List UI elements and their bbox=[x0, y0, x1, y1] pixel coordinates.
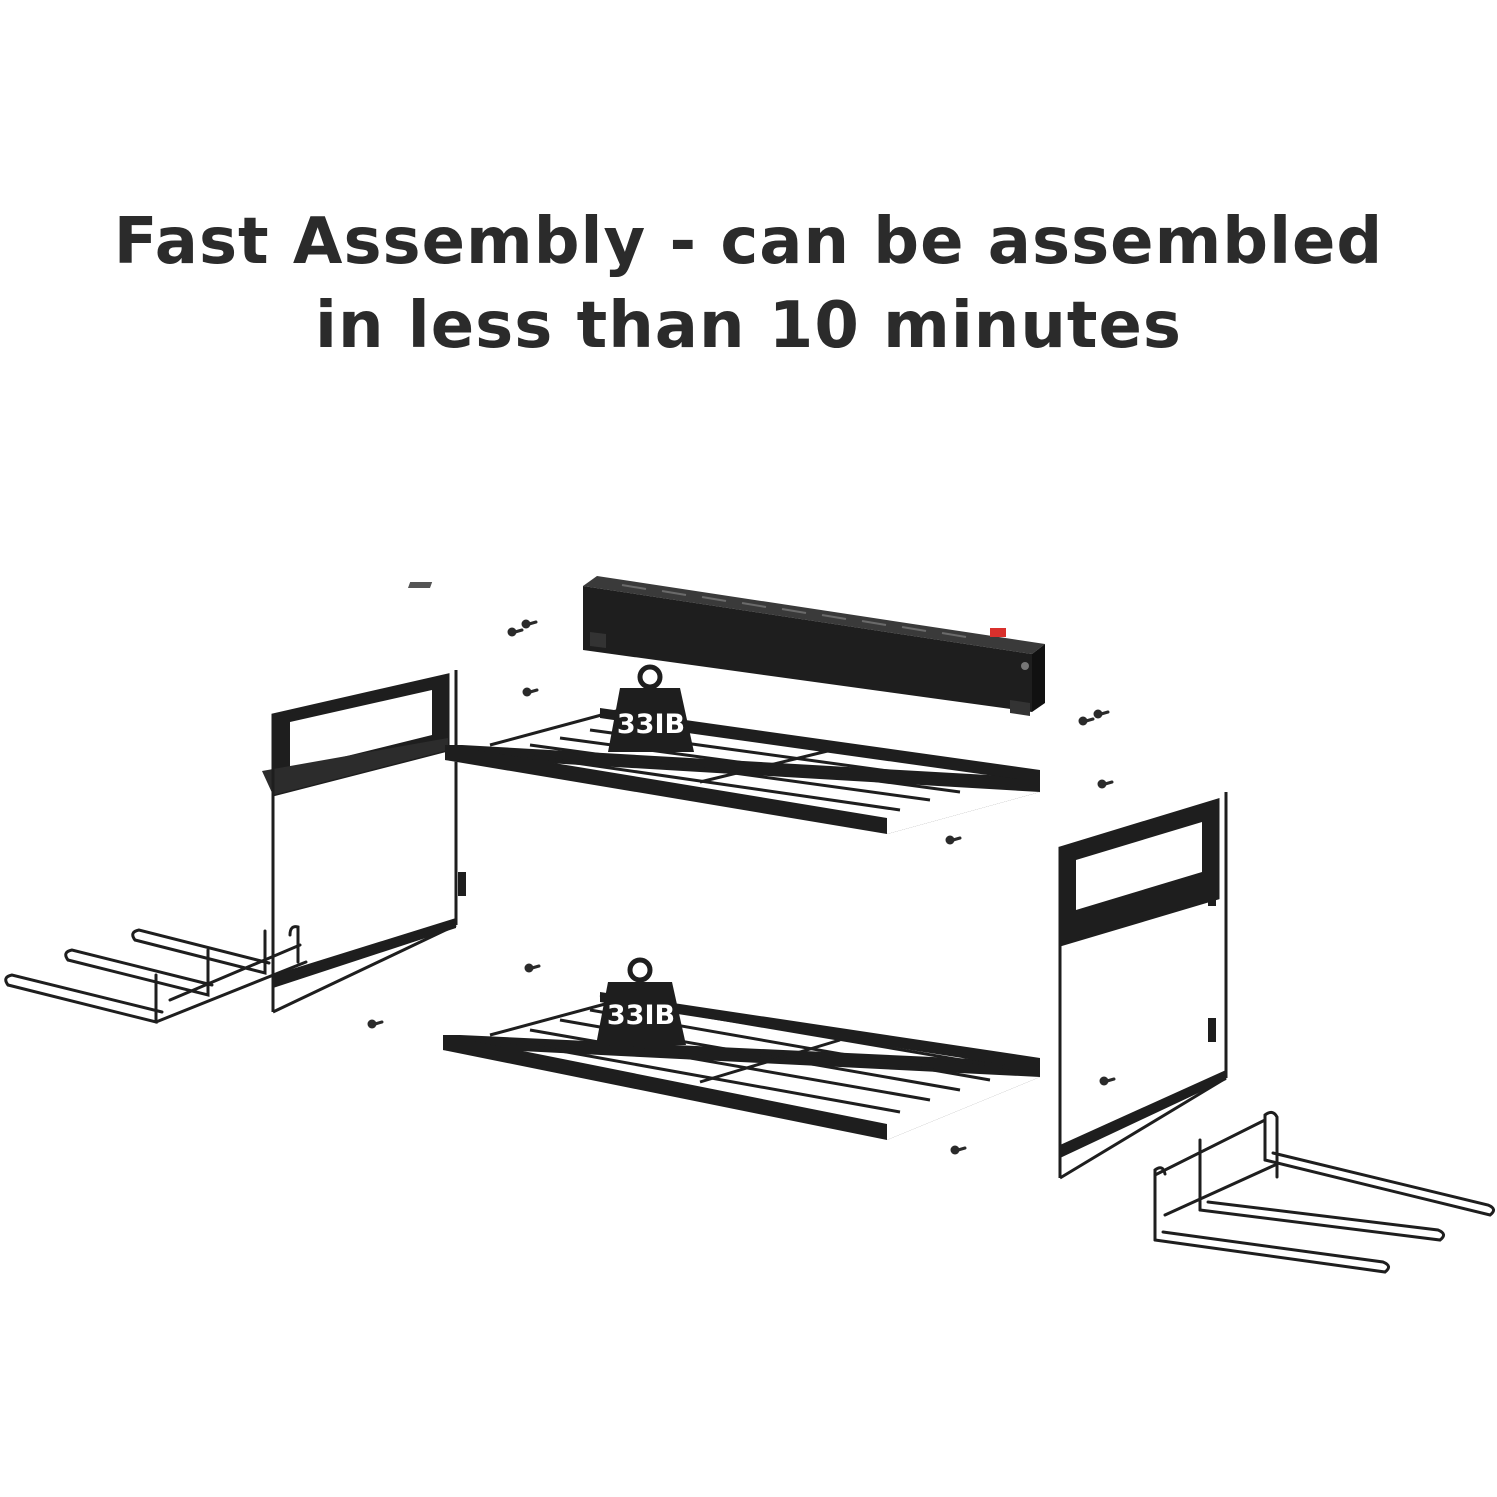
right-wire-hook bbox=[1153, 1110, 1495, 1274]
weight-icon: 33IB bbox=[608, 664, 694, 752]
lower-weight-label: 33IB bbox=[607, 1000, 675, 1031]
power-strip bbox=[407, 576, 1045, 716]
power-switch-icon bbox=[990, 628, 1006, 637]
weight-icon: 33IB bbox=[596, 957, 686, 1045]
lower-wire-shelf bbox=[443, 992, 1040, 1140]
page-title: Fast Assembly - can be assembled in less… bbox=[0, 200, 1497, 368]
title-line-2: in less than 10 minutes bbox=[315, 289, 1182, 363]
upper-wire-shelf bbox=[445, 708, 1040, 834]
left-wire-hook bbox=[4, 925, 308, 1024]
right-side-bracket bbox=[1058, 792, 1228, 1180]
outlet-icon bbox=[407, 582, 433, 588]
title-line-1: Fast Assembly - can be assembled bbox=[113, 205, 1384, 279]
upper-weight-label: 33IB bbox=[617, 709, 685, 740]
left-side-bracket bbox=[262, 670, 466, 1014]
